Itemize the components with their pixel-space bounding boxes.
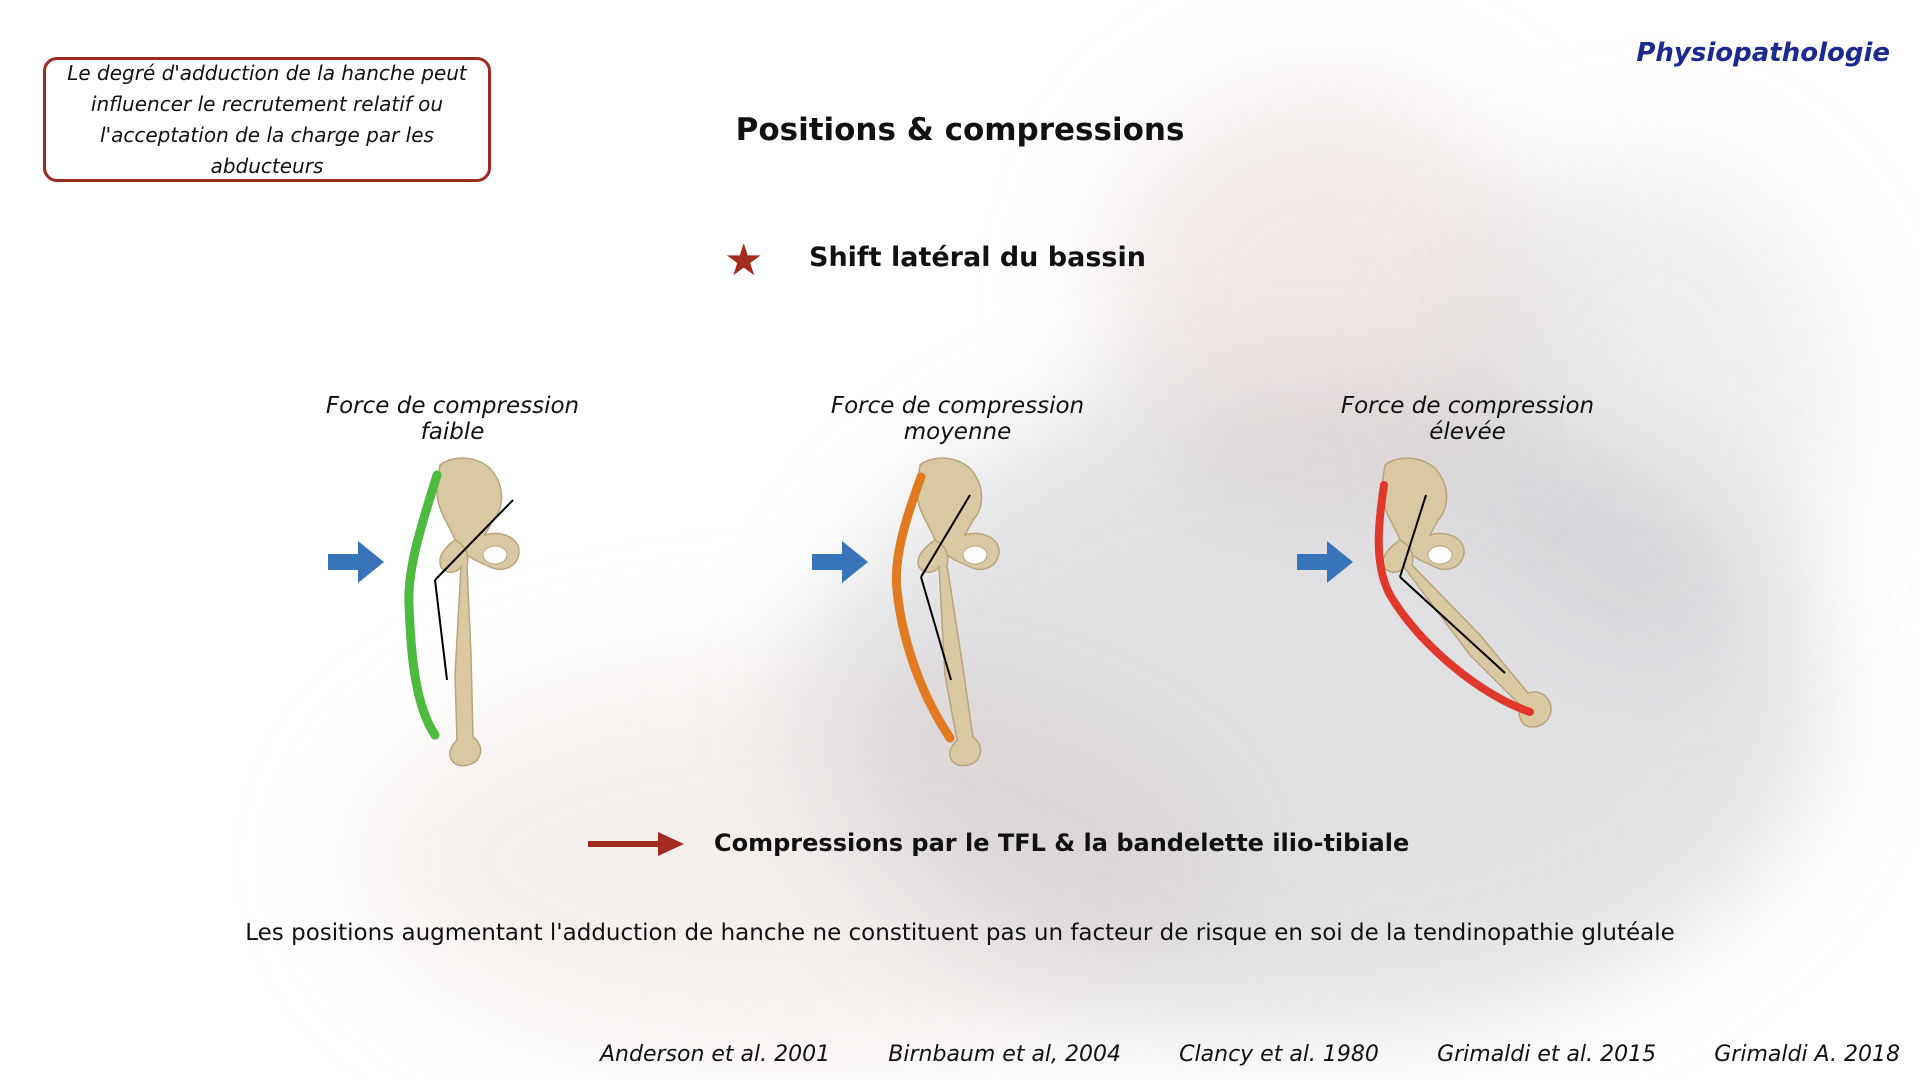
reference-item: Grimaldi et al. 2015 (1437, 1042, 1657, 1067)
reference-item: Grimaldi A. 2018 (1714, 1042, 1900, 1067)
section-title: Physiopathologie (1636, 38, 1890, 68)
reference-item: Anderson et al. 2001 (600, 1042, 831, 1067)
conclusion-text: Les positions augmentant l'adduction de … (245, 920, 1675, 946)
arrow-right-icon (328, 541, 384, 583)
arrow-right-icon (588, 832, 684, 856)
reference-item: Birnbaum et al, 2004 (888, 1042, 1122, 1067)
subtitle: Shift latéral du bassin (809, 242, 1146, 273)
femur-illustration-medium (891, 457, 1000, 767)
femur-illustration-high (1374, 457, 1552, 728)
arrow-right-icon (1297, 541, 1353, 583)
arrow-right-icon (812, 541, 868, 583)
page-title-text: Positions & compressions (735, 112, 1185, 148)
femur-illustration-low (404, 457, 520, 767)
reference-item: Clancy et al. 1980 (1179, 1042, 1379, 1067)
panel-label-medium: Force de compression moyenne (830, 393, 1085, 445)
panel-label-low: Force de compression faible (325, 393, 580, 445)
note-text: Le degré d'adduction de la hanche peut i… (67, 60, 467, 178)
note-box: Le degré d'adduction de la hanche peut i… (43, 57, 491, 182)
star-icon: ★ (724, 235, 764, 286)
panel-label-high: Force de compression élevée (1340, 393, 1595, 445)
legend-text: Compressions par le TFL & la bandelette … (714, 829, 1410, 857)
references: Anderson et al. 2001 Birnbaum et al, 200… (600, 1042, 1900, 1067)
page-title: Positions & compressions (0, 112, 1920, 148)
